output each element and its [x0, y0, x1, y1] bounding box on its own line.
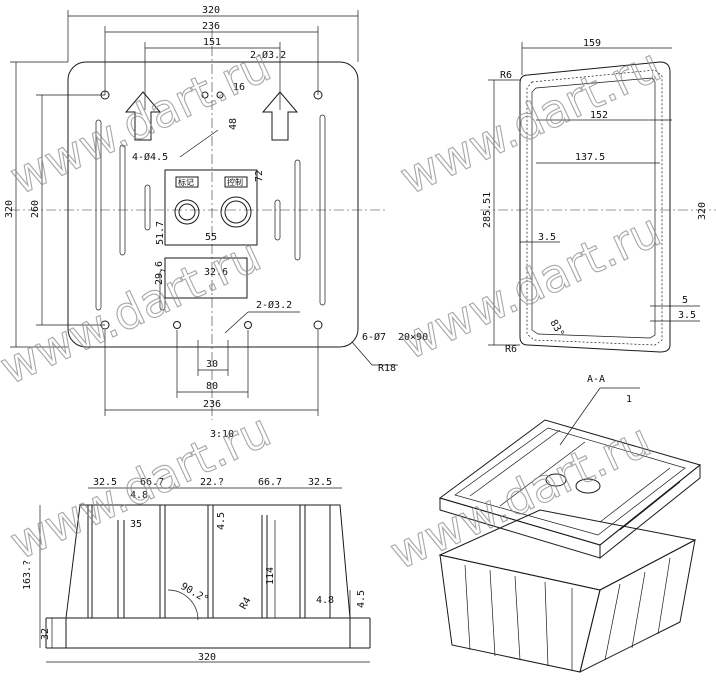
dim-285-51: 285.51: [482, 192, 493, 228]
dim-22: 22.?: [200, 477, 224, 488]
section-outer: [519, 61, 671, 353]
mount-hole: [100, 90, 110, 100]
iso-hole: [545, 473, 567, 487]
dim-r6-top: R6: [500, 70, 512, 81]
dim-3-5-b: 3.5: [678, 310, 696, 321]
up-arrow-left: [124, 91, 162, 141]
watermark-text: www.dart.ru: [0, 228, 269, 395]
dim-3-5: 3.5: [538, 232, 556, 243]
small-hole: [201, 91, 209, 99]
dim-51-7: 51.7: [155, 221, 166, 245]
dim-137-5: 137.5: [575, 152, 605, 163]
box-ribs: [464, 557, 671, 670]
iso-view: A-A 1: [438, 374, 702, 673]
dim-48: 48: [228, 118, 239, 130]
dim-4-8-top: 4.8: [130, 490, 148, 501]
dim-320-right: 320: [697, 202, 708, 220]
dim-20x90: 20×90: [398, 332, 428, 343]
section-inner: [531, 77, 656, 339]
control-hole: [220, 196, 252, 228]
dim-163: 163.?: [22, 560, 33, 590]
lid-slots: [469, 429, 681, 531]
mount-hole: [173, 321, 181, 329]
side-view: 32.5 66.7 22.? 66.7 32.5 4.8 35 4.5 163.…: [22, 477, 371, 663]
dim-4x45: 4-Ø4.5: [132, 151, 168, 163]
dim-90-2: 90.2°: [179, 581, 211, 606]
indicator-hole-inner: [178, 203, 196, 221]
section-label: A-A: [587, 374, 605, 385]
watermark-text: www.dart.ru: [392, 38, 669, 205]
dim-55: 55: [205, 232, 217, 243]
mount-hole: [244, 321, 252, 329]
callout-number: 1: [626, 394, 632, 405]
dim-32: 32: [40, 628, 51, 640]
control-hole-inner: [224, 200, 248, 224]
top-view: 320 236 151 2-Ø3.2 16 48 4-Ø4.5 72 320 2…: [4, 5, 428, 420]
box-side: [579, 539, 696, 673]
dim-5: 5: [682, 295, 688, 306]
lower-panel: [164, 257, 248, 299]
dim-66-7-right: 66.7: [258, 477, 282, 488]
dim-4-5-bottom: 4.5: [356, 590, 367, 608]
dim-80: 80: [206, 381, 218, 392]
dim-236-bottom: 236: [203, 399, 221, 410]
dim-4-8-bottom: 4.8: [316, 595, 334, 606]
label-mark: 标记: [178, 177, 194, 187]
dim-r4: R4: [238, 596, 254, 612]
dim-320-top: 320: [202, 5, 220, 16]
lid-side-edge: [599, 463, 701, 560]
lid-outline: [67, 61, 359, 348]
mount-hole: [313, 90, 323, 100]
label-control: 控制: [227, 177, 243, 187]
dim-29-6: 29.6: [154, 261, 165, 285]
dim-32-6: 32.6: [204, 267, 228, 278]
label-panel: [164, 169, 258, 246]
dim-260: 260: [30, 200, 41, 218]
scale-label: 3:10: [210, 429, 234, 440]
dim-32-5-right: 32.5: [308, 477, 332, 488]
watermark-text: www.dart.ru: [2, 403, 279, 570]
dim-66-7-left: 66.7: [140, 477, 164, 488]
mount-hole: [100, 320, 110, 330]
dim-32-5-left: 32.5: [93, 477, 117, 488]
dim-4-5-top: 4.5: [216, 512, 227, 530]
dim-114: 114: [265, 567, 276, 585]
dim-151: 151: [203, 37, 221, 48]
section-wall-hatch: [526, 69, 663, 346]
dim-16: 16: [233, 82, 245, 93]
dim-159: 159: [583, 38, 601, 49]
iso-hole: [575, 478, 601, 494]
dim-r18: R18: [378, 363, 396, 374]
watermark-layer: www.dart.ru www.dart.ru www.dart.ru www.…: [0, 37, 669, 580]
dim-35: 35: [130, 519, 142, 530]
dim-2x32-top: 2-Ø3.2: [250, 49, 286, 61]
watermark-text: www.dart.ru: [382, 413, 659, 580]
side-ribs: [87, 505, 331, 618]
dim-r6-bottom: R6: [505, 344, 517, 355]
small-hole: [216, 91, 224, 99]
dim-320-bottom: 320: [198, 652, 216, 663]
dim-30: 30: [206, 359, 218, 370]
up-arrow-right: [261, 91, 299, 141]
dim-6x7: 6-Ø7: [362, 331, 386, 343]
dim-83deg: 83°: [547, 318, 566, 339]
dim-236-top: 236: [202, 21, 220, 32]
dim-152: 152: [590, 110, 608, 121]
dim-72: 72: [254, 170, 265, 182]
dim-2x32-bottom: 2-Ø3.2: [256, 299, 292, 311]
indicator-hole: [174, 199, 200, 225]
mount-hole: [313, 320, 323, 330]
dim-320-left: 320: [4, 200, 15, 218]
